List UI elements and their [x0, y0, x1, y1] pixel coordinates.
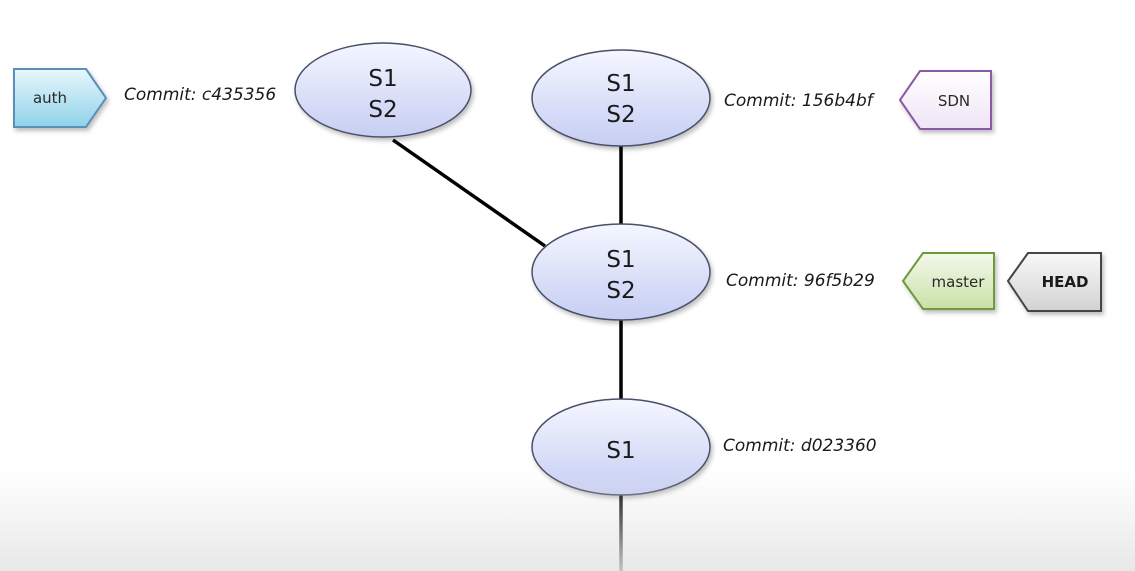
ref-auth: auth: [13, 68, 108, 128]
node-line-1: S1: [368, 66, 397, 92]
ref-head-label: HEAD: [1042, 273, 1089, 291]
node-line-2: S2: [368, 97, 397, 123]
ref-auth-label: auth: [33, 89, 67, 107]
node-line-2: S2: [606, 278, 635, 304]
commit-node-c435356: S1 S2: [294, 42, 472, 138]
ref-master: master: [901, 252, 995, 310]
ref-master-label: master: [932, 273, 986, 291]
commit-label-c435356: Commit: c435356: [124, 85, 276, 105]
commit-label-d023360: Commit: d023360: [723, 436, 877, 456]
commit-node-96f5b29: S1 S2: [531, 223, 711, 321]
ref-head: HEAD: [1006, 252, 1102, 312]
edge-c435356-to-96f5b29: [391, 138, 547, 248]
commit-node-d023360: S1: [531, 398, 711, 496]
ref-sdn: SDN: [898, 70, 992, 130]
node-line-1: S1: [606, 438, 635, 464]
node-line-2: S2: [606, 102, 635, 128]
ref-sdn-label: SDN: [938, 92, 970, 110]
node-line-1: S1: [606, 247, 635, 273]
commit-label-96f5b29: Commit: 96f5b29: [726, 271, 875, 291]
commit-label-156b4bf: Commit: 156b4bf: [724, 91, 876, 111]
commit-node-156b4bf: S1 S2: [531, 49, 711, 147]
node-line-1: S1: [606, 71, 635, 97]
